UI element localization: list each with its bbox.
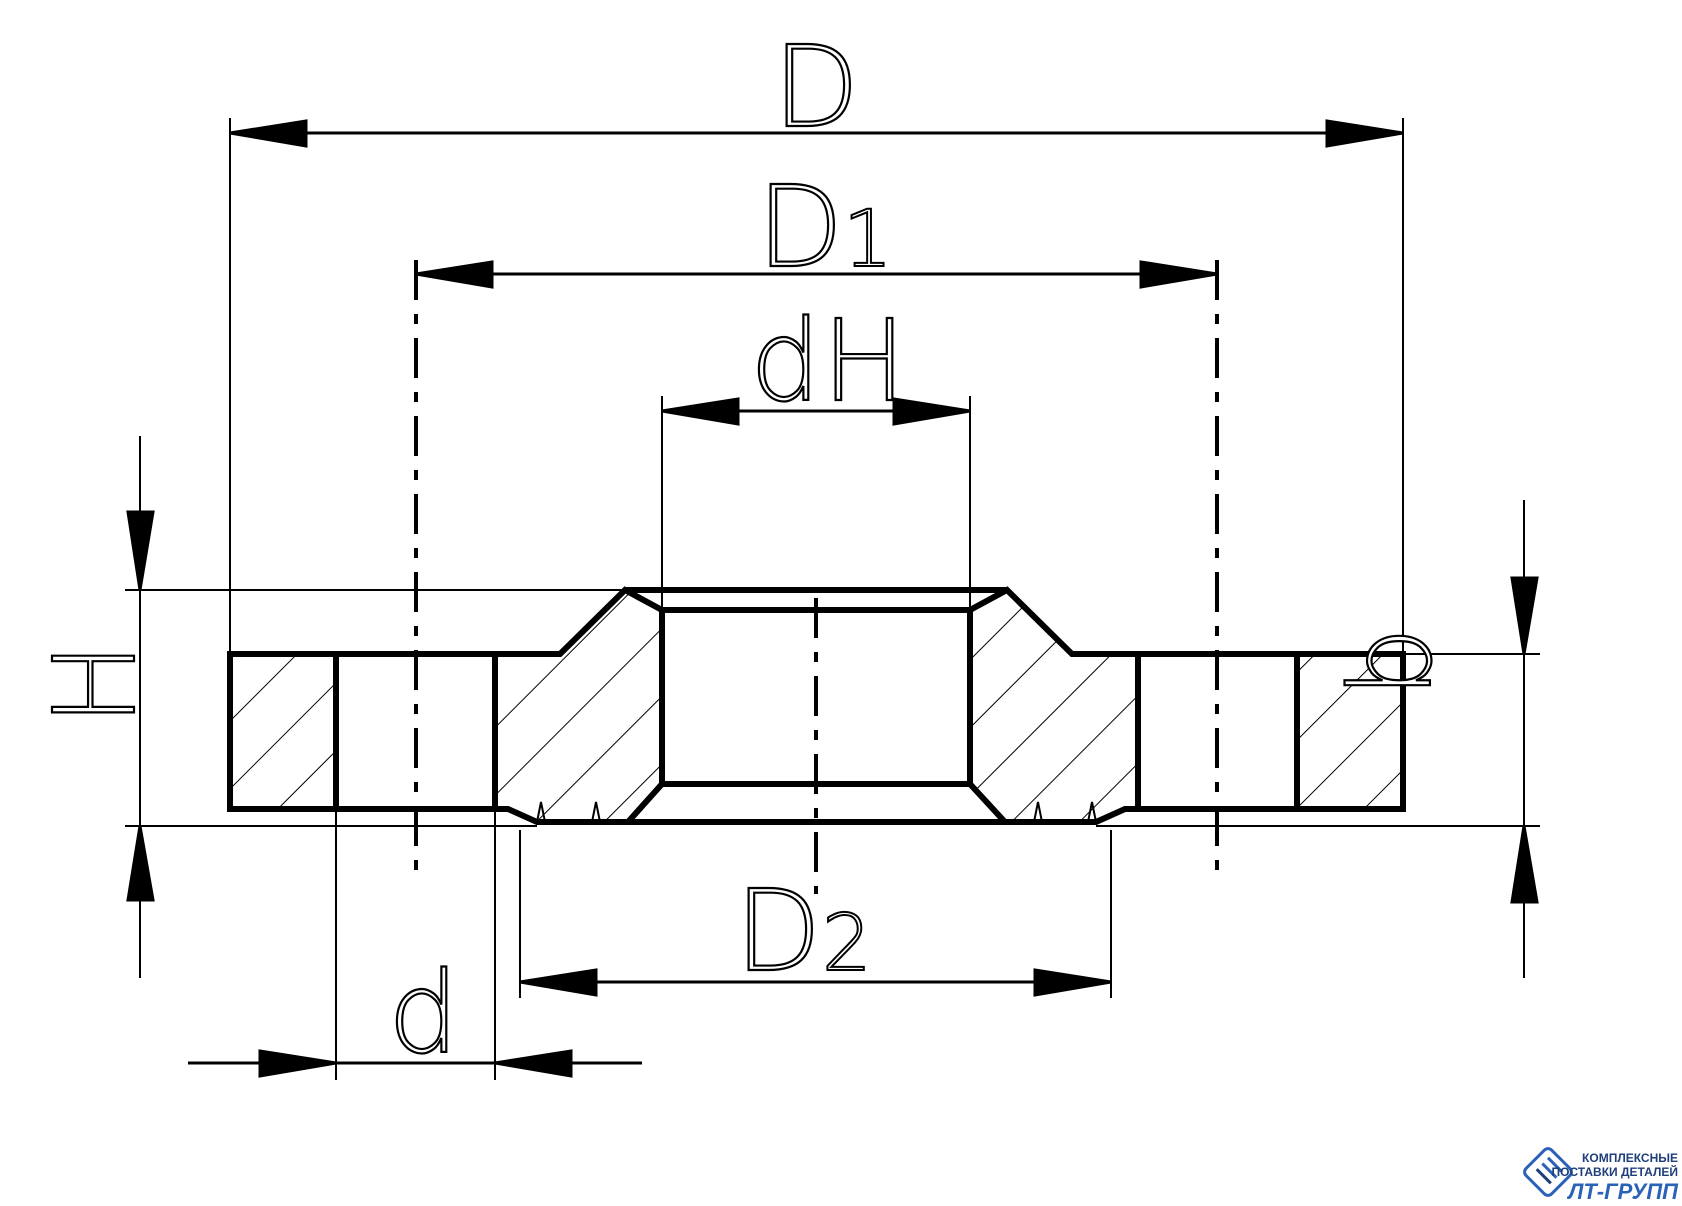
right-hub-section (967, 586, 1141, 825)
arrow-d1-left (415, 260, 494, 289)
left-hub-section (492, 586, 665, 825)
arrow-dh-left (661, 397, 740, 426)
company-logo: КОМПЛЕКСНЫЕ ПОСТАВКИ ДЕТАЛЕЙ ЛТ-ГРУПП (1523, 1147, 1679, 1204)
logo-line2: ПОСТАВКИ ДЕТАЛЕЙ (1551, 1164, 1678, 1179)
arrow-h-bottom (126, 825, 155, 902)
arrow-d-hole-left (258, 1049, 337, 1078)
left-ring-section (227, 651, 339, 812)
label-D2-main: D (735, 867, 821, 997)
arrow-b-bottom (1510, 825, 1539, 904)
right-ring-section (1294, 651, 1406, 812)
label-H: H (31, 642, 161, 726)
dimension-lines (126, 119, 1539, 1078)
label-b: b (1327, 627, 1457, 698)
center-lines (414, 260, 1219, 894)
arrow-d2-left (519, 968, 598, 997)
logo-line1: КОМПЛЕКСНЫЕ (1582, 1151, 1678, 1165)
arrow-d1-right (1139, 260, 1218, 289)
arrow-d2-right (1033, 968, 1112, 997)
label-D2-sub: 2 (822, 899, 872, 989)
arrow-h-top (126, 510, 155, 591)
dimension-labels: D D 1 d H D 2 d H b (30, 22, 1458, 1080)
label-D1-sub: 1 (843, 195, 893, 285)
arrow-d-left (229, 119, 308, 148)
arrow-d-right (1325, 119, 1404, 148)
logo-emblem-icon (1523, 1147, 1573, 1197)
label-D1-main: D (757, 163, 843, 293)
label-D: D (773, 23, 859, 153)
label-dH-sub: H (822, 297, 906, 427)
label-dH-main: d (750, 297, 821, 427)
arrow-dh-right (892, 397, 971, 426)
logo-brand: ЛТ-ГРУПП (1566, 1179, 1679, 1204)
arrow-b-top (1510, 576, 1539, 655)
flange-section (227, 586, 1406, 825)
arrow-d-hole-right (494, 1049, 573, 1078)
label-d: d (388, 949, 459, 1079)
